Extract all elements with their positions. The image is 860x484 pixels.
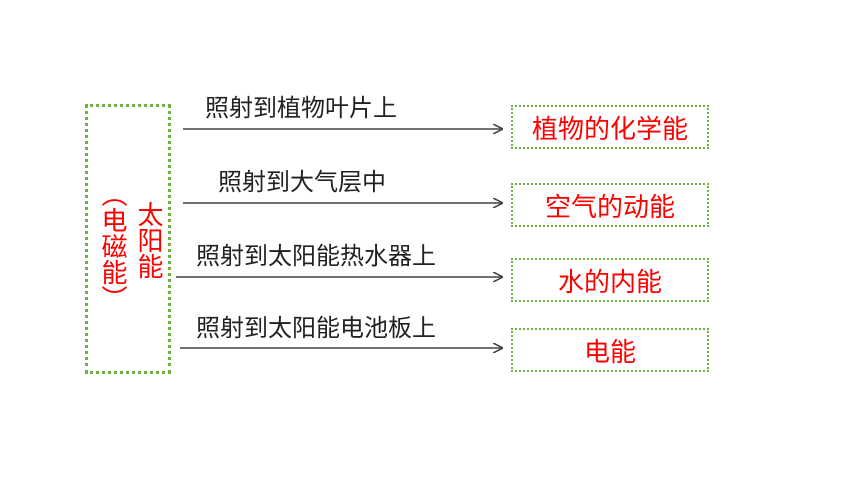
path-label-1: 照射到植物叶片上 (205, 94, 397, 122)
target-label-1: 植物的化学能 (531, 114, 688, 145)
path-label-3: 照射到太阳能热水器上 (196, 242, 436, 270)
source-sub-label: （电磁能） (97, 181, 127, 311)
target-box-4: 电能 (511, 328, 709, 372)
target-label-3: 水的内能 (557, 267, 662, 298)
source-main-label: 太阳能 (133, 201, 163, 279)
target-box-3: 水的内能 (511, 258, 709, 302)
target-box-2: 空气的动能 (511, 183, 709, 227)
path-label-4: 照射到太阳能电池板上 (196, 314, 436, 342)
target-label-2: 空气的动能 (544, 192, 675, 223)
target-box-1: 植物的化学能 (511, 105, 709, 149)
path-label-2: 照射到大气层中 (218, 168, 386, 196)
target-label-4: 电能 (583, 337, 636, 368)
solar-energy-box: （电磁能） 太阳能 (85, 104, 171, 374)
